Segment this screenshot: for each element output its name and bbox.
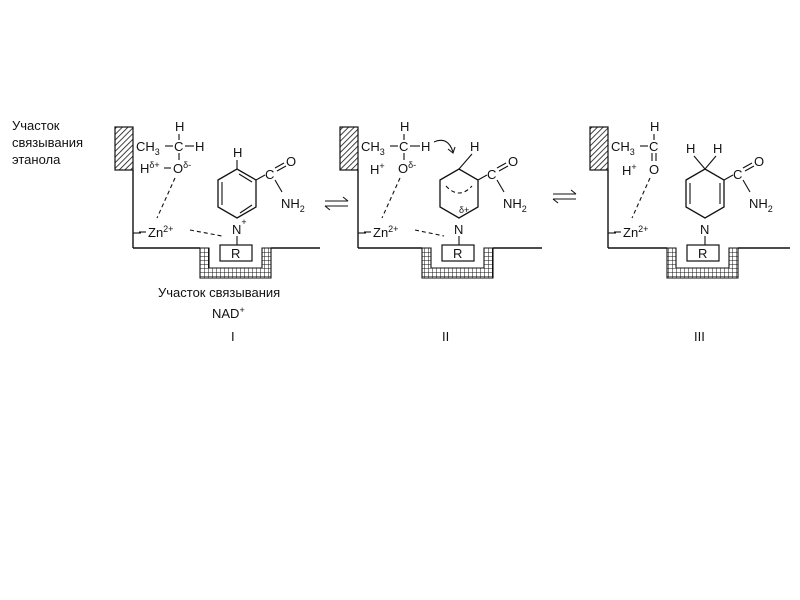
ribose-r-label: R xyxy=(698,246,707,261)
nad-site-label-1: Участок связывания xyxy=(158,285,280,300)
hydrogen-top-label: H xyxy=(400,119,409,134)
hydride-transfer-arrow xyxy=(433,139,454,153)
proton-label: H+ xyxy=(370,161,385,177)
nad-binding-pocket xyxy=(199,247,272,279)
oxygen-label: Oδ- xyxy=(173,160,191,176)
amide-nh2-label: NH2 xyxy=(749,196,773,214)
amide-carbon-label: C xyxy=(487,167,496,182)
ethanol-site-block xyxy=(339,126,359,171)
nad-binding-pocket xyxy=(666,247,739,279)
aldehyde-hydrogen-label: H xyxy=(650,119,659,134)
dihydropyridine-ring xyxy=(685,168,725,219)
alpha-carbon-label: C xyxy=(399,139,408,154)
amide-carbon-label: C xyxy=(265,167,274,182)
nad-site-label-2: NAD+ xyxy=(212,305,245,321)
ring-hydrogen-label: H xyxy=(233,145,242,160)
zinc-label: Zn2+ xyxy=(148,224,173,240)
equilibrium-arrow-1 xyxy=(324,196,349,211)
equilibrium-arrow-2 xyxy=(552,189,577,204)
ring-partial-charge: δ+ xyxy=(459,205,469,215)
ethanol-site-block xyxy=(589,126,609,171)
zinc-label: Zn2+ xyxy=(373,224,398,240)
hydrogen-transfer-label: H xyxy=(421,139,430,154)
stage-numeral: II xyxy=(442,329,449,344)
hydrogen-partial-label: Hδ+ xyxy=(140,160,160,176)
amide-oxygen-label: O xyxy=(754,154,764,169)
amide-oxygen-label: O xyxy=(286,154,296,169)
amide-oxygen-label: O xyxy=(508,154,518,169)
methyl-label: CH3 xyxy=(136,139,160,157)
ethanol-site-block xyxy=(114,126,134,171)
hydrogen-top-label: H xyxy=(175,119,184,134)
nicotinamide-ring xyxy=(217,168,257,219)
ring-hydrogen-label: H xyxy=(470,139,479,154)
ethanol-site-label-1: Участок xyxy=(12,118,60,133)
methyl-label: CH3 xyxy=(361,139,385,157)
hydrogen-right-label: H xyxy=(195,139,204,154)
alpha-carbon-label: C xyxy=(174,139,183,154)
ribose-r-label: R xyxy=(231,246,240,261)
ethanol-site-label-2: связывания xyxy=(12,135,83,150)
zinc-label: Zn2+ xyxy=(623,224,648,240)
stage-numeral: I xyxy=(231,329,235,344)
stage-1: R CH3 C H H Hδ+ Oδ- Zn2+ H N+ C O NH2 xyxy=(114,119,320,344)
carbonyl-oxygen-label: O xyxy=(649,162,659,177)
ethanol-site-label-3: этанола xyxy=(12,152,61,167)
nad-binding-pocket xyxy=(421,247,494,279)
amide-nh2-label: NH2 xyxy=(503,196,527,214)
oxygen-label: Oδ- xyxy=(398,160,416,176)
stage-3: R CH3 C H H+ O Zn2+ H H N C O NH2 III xyxy=(589,119,790,344)
ring-nitrogen-label: N+ xyxy=(232,217,247,237)
ribose-r-label: R xyxy=(453,246,462,261)
proton-label: H+ xyxy=(622,162,637,178)
ring-hydrogen-right-label: H xyxy=(713,141,722,156)
stage-numeral: III xyxy=(694,329,705,344)
ring-hydrogen-left-label: H xyxy=(686,141,695,156)
ring-nitrogen-label: N xyxy=(700,222,709,237)
methyl-label: CH3 xyxy=(611,139,635,157)
stage-2: R CH3 C H H H+ Oδ- Zn2+ H δ+ N C O NH2 I… xyxy=(339,119,542,344)
amide-nh2-label: NH2 xyxy=(281,196,305,214)
ring-nitrogen-label: N xyxy=(454,222,463,237)
amide-carbon-label: C xyxy=(733,167,742,182)
carbonyl-carbon-label: C xyxy=(649,139,658,154)
